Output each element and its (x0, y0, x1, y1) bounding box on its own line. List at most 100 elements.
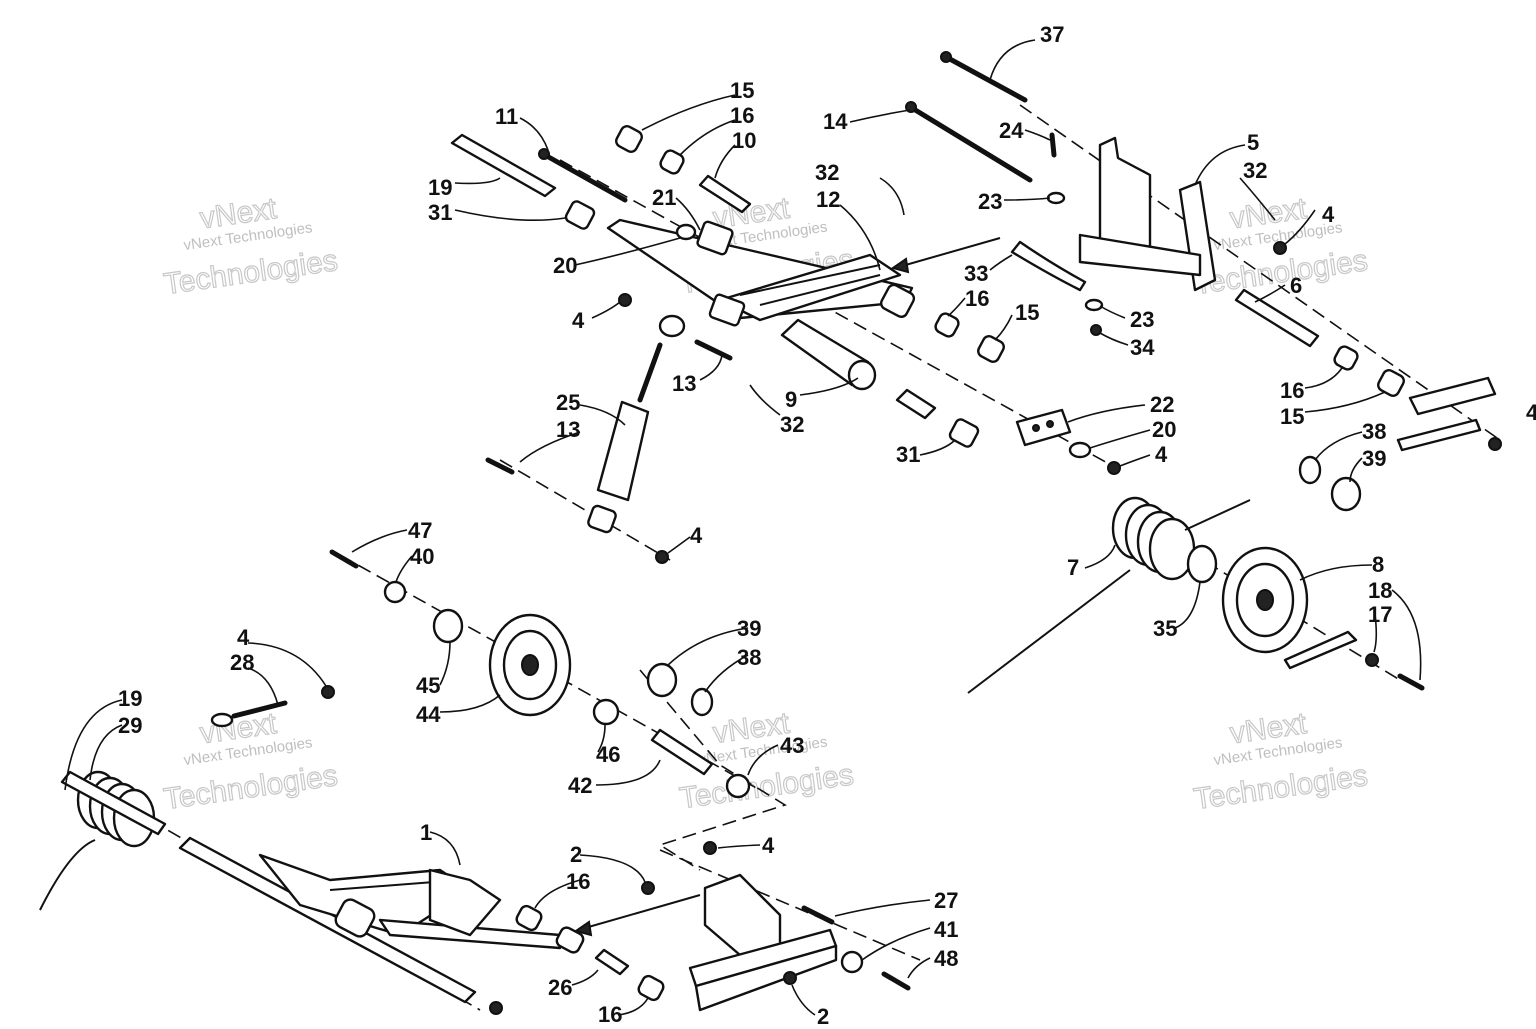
callout-4: 4 (762, 833, 775, 858)
part-bearing-39 (1330, 476, 1362, 512)
part-cap-15c (1377, 369, 1405, 397)
callout-25: 25 (556, 390, 580, 415)
part-bushing-center (895, 388, 937, 420)
part-bushing-31b (948, 418, 980, 448)
callout-37: 37 (1040, 22, 1064, 47)
callout-4: 4 (1322, 202, 1335, 227)
callout-45: 45 (416, 673, 440, 698)
callout-20: 20 (1152, 417, 1176, 442)
callout-39: 39 (1362, 446, 1386, 471)
callout-44: 44 (416, 702, 441, 727)
part-rail-right (1396, 376, 1497, 452)
callout-35: 35 (1153, 616, 1177, 641)
callout-42: 42 (568, 773, 592, 798)
callout-47: 47 (408, 518, 432, 543)
callout-41: 41 (934, 917, 958, 942)
part-washer-41 (840, 950, 864, 974)
callout-38: 38 (1362, 419, 1386, 444)
callout-32: 32 (1243, 158, 1267, 183)
callout-5: 5 (1247, 130, 1259, 155)
callout-7: 7 (1067, 555, 1079, 580)
part-bearing-39b (646, 662, 678, 698)
part-spring-7 (967, 496, 1251, 694)
callout-48: 48 (934, 946, 958, 971)
callout-14: 14 (823, 109, 848, 134)
part-bushing-31 (564, 200, 596, 230)
part-link-33 (1010, 240, 1087, 292)
part-bolt-48 (881, 971, 911, 991)
part-cap-15 (615, 125, 643, 153)
part-pin-6 (1234, 288, 1320, 348)
part-washer-20 (675, 223, 697, 241)
callout-31: 31 (428, 200, 452, 225)
part-cylinder-9 (780, 318, 877, 391)
part-pin-10 (698, 174, 752, 214)
part-nut-4b (1273, 241, 1287, 255)
part-nut-17 (1365, 653, 1379, 667)
callout-6: 6 (1290, 273, 1302, 298)
callout-23: 23 (1130, 307, 1154, 332)
part-wheel-44 (488, 613, 572, 717)
watermark-right-bottom: vNext vNext Technologies Technologies (1191, 706, 1370, 816)
part-bolt-11 (538, 148, 628, 203)
callout-15: 15 (730, 78, 754, 103)
part-shaft-19 (450, 133, 557, 198)
part-plate-22 (1015, 408, 1072, 447)
watermark-left-bottom: vNext vNext Technologies Technologies (161, 706, 340, 816)
callout-21: 21 (652, 185, 676, 210)
part-bolt-27 (801, 905, 835, 925)
part-nut-34 (1090, 324, 1102, 336)
callout-46: 46 (596, 742, 620, 767)
part-seal-38 (1298, 455, 1322, 485)
callout-23: 23 (978, 189, 1002, 214)
callout-2: 2 (817, 1004, 829, 1024)
callout-18: 18 (1368, 578, 1392, 603)
callout-43: 43 (780, 733, 804, 758)
callout-13: 13 (556, 417, 580, 442)
callout-29: 29 (118, 713, 142, 738)
callout-4: 4 (1155, 442, 1168, 467)
part-bolt-47 (329, 549, 359, 569)
callout-24: 24 (999, 118, 1024, 143)
part-bushing-16d (515, 904, 543, 932)
part-bolt-18 (1397, 673, 1425, 691)
part-bolt-24 (1049, 132, 1057, 158)
part-washer-40 (383, 580, 407, 604)
callout-17: 17 (1368, 602, 1392, 627)
callout-12: 12 (816, 187, 840, 212)
callout-40: 40 (410, 544, 434, 569)
shock-bolt-axis (499, 459, 671, 561)
callout-34: 34 (1130, 335, 1155, 360)
callout-11: 11 (495, 104, 518, 129)
part-nut-4c (1107, 461, 1121, 475)
part-washer-20b (1068, 441, 1092, 459)
callout-16: 16 (730, 103, 754, 128)
callout-31: 31 (896, 442, 920, 467)
callout-32: 32 (780, 412, 804, 437)
callout-1: 1 (420, 820, 432, 845)
callout-4: 4 (572, 308, 585, 333)
callout-9: 9 (785, 387, 797, 412)
callout-8: 8 (1372, 552, 1384, 577)
callout-numbers: 37 15 16 10 11 14 24 5 32 32 12 4 19 31 … (118, 22, 1536, 1029)
callout-32: 32 (815, 160, 839, 185)
callout-10: 10 (732, 128, 756, 153)
part-bushing-46 (592, 698, 620, 726)
callout-39: 39 (737, 616, 761, 641)
callout-26: 26 (548, 975, 572, 1000)
callout-16: 16 (566, 869, 590, 894)
lower-bracket-axis (659, 849, 921, 961)
part-nut-4-shock (655, 550, 669, 564)
part-pin-26 (594, 948, 630, 976)
callout-28: 28 (230, 650, 254, 675)
part-lower-arm-1 (178, 836, 562, 1004)
watermark-left-top: vNext vNext Technologies Technologies (161, 191, 340, 301)
part-wheel-8 (1221, 546, 1309, 654)
part-upper-arm-12 (606, 218, 916, 327)
callout-4: 4 (237, 625, 250, 650)
offset-axis (639, 669, 787, 871)
part-lower-bracket (688, 873, 838, 1012)
callout-13: 13 (672, 371, 696, 396)
